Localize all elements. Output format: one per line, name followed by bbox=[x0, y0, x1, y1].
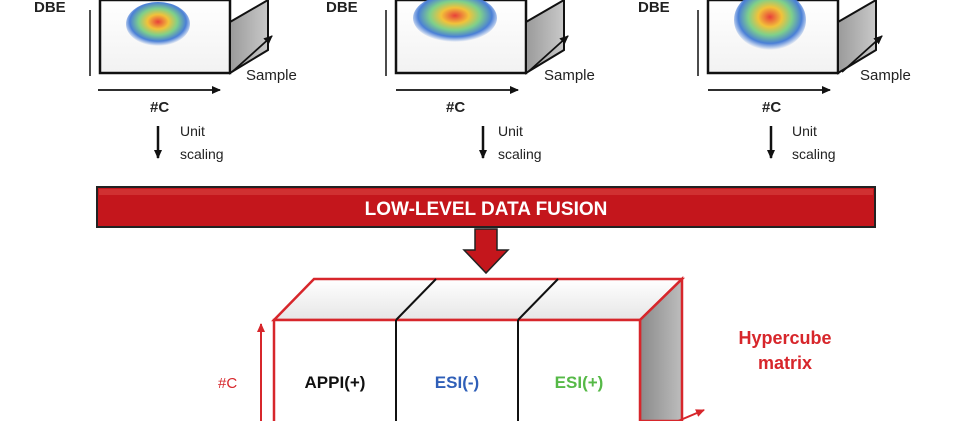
block-label-appi-pos: APPI(+) bbox=[305, 373, 366, 392]
sample-label: Sample bbox=[860, 67, 911, 84]
hypercube: APPI(+) ESI(-) ESI(+) #C Hypercube matri… bbox=[218, 276, 832, 421]
spectrum-cube-side bbox=[525, 0, 565, 75]
fusion-bar-highlight bbox=[99, 189, 873, 195]
hypercube-c-axis-label: #C bbox=[218, 375, 237, 392]
sample-label: Sample bbox=[246, 67, 297, 84]
scaling-label: scaling bbox=[498, 146, 542, 162]
panel-2: DBE Sample #C Unit scaling bbox=[326, 0, 595, 162]
sample-arrow bbox=[527, 35, 569, 73]
c-axis-label: #C bbox=[150, 99, 169, 116]
sample-label: Sample bbox=[544, 67, 595, 84]
scaling-label: scaling bbox=[180, 146, 224, 162]
dbe-label: DBE bbox=[34, 0, 66, 16]
unit-label: Unit bbox=[498, 123, 523, 139]
panel-3: DBE Sample #C Unit scaling bbox=[638, 0, 911, 162]
panel-1: DBE Sample #C Unit scaling bbox=[34, 0, 297, 162]
c-axis-label: #C bbox=[446, 99, 465, 116]
block-divider-top bbox=[395, 278, 437, 321]
block-label-esi-neg: ESI(-) bbox=[435, 373, 479, 392]
dbe-label: DBE bbox=[638, 0, 670, 16]
spectrum-cube-side bbox=[837, 0, 877, 75]
hypercube-title-line2: matrix bbox=[758, 353, 812, 373]
scaling-label: scaling bbox=[792, 146, 836, 162]
heatmap-blob bbox=[126, 2, 190, 46]
unit-label: Unit bbox=[180, 123, 205, 139]
dbe-label: DBE bbox=[326, 0, 358, 16]
fusion-bar-label: LOW-LEVEL DATA FUSION bbox=[365, 199, 608, 220]
block-label-esi-pos: ESI(+) bbox=[555, 373, 604, 392]
sample-arrow bbox=[841, 35, 883, 73]
hypercube-sample-arrow bbox=[677, 409, 705, 421]
hypercube-top-face bbox=[271, 277, 686, 322]
c-axis-label: #C bbox=[762, 99, 781, 116]
heatmap-blob bbox=[734, 0, 806, 50]
hypercube-title-line1: Hypercube bbox=[738, 328, 831, 348]
spectrum-cube-side bbox=[229, 0, 269, 75]
fusion-bar: LOW-LEVEL DATA FUSION bbox=[96, 186, 876, 228]
heatmap-blob bbox=[413, 0, 497, 42]
down-arrow-icon bbox=[462, 228, 510, 275]
hypercube-front-face bbox=[272, 318, 642, 421]
sample-arrow bbox=[231, 35, 273, 73]
block-divider-top bbox=[517, 278, 559, 321]
unit-label: Unit bbox=[792, 123, 817, 139]
